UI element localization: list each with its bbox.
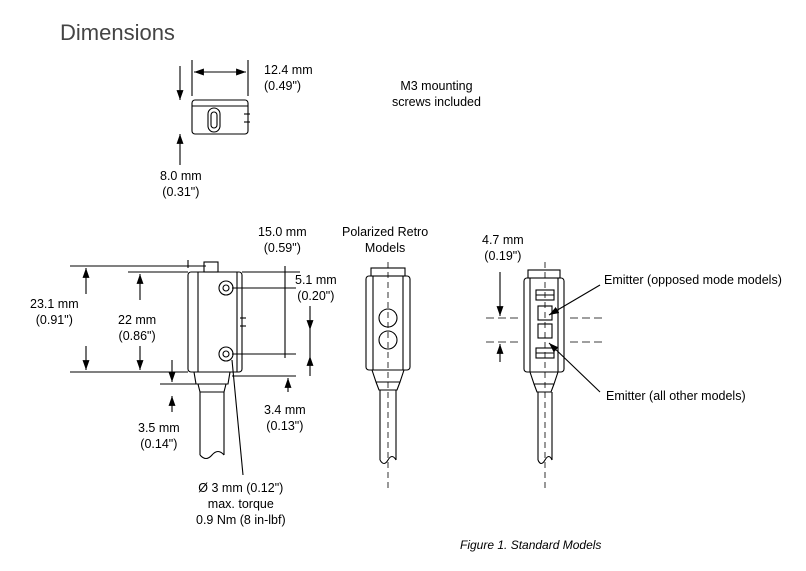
label-dim-3-4: 3.4 mm(0.13") xyxy=(264,403,306,433)
label-height-22: 22 mm(0.86") xyxy=(118,313,157,343)
dimension-height-23-1 xyxy=(70,265,206,373)
label-dim-3-5: 3.5 mm(0.14") xyxy=(138,421,180,451)
label-emitter-other: Emitter (all other models) xyxy=(606,389,746,403)
label-top-width: 12.4 mm(0.49") xyxy=(264,63,313,93)
sensor-top-view xyxy=(191,99,250,135)
label-height-23-1: 23.1 mm(0.91") xyxy=(30,297,79,327)
emitter-opposed-leader xyxy=(548,284,601,316)
label-width-4-7: 4.7 mm(0.19") xyxy=(482,233,524,263)
dimension-top-width xyxy=(191,60,249,96)
dimension-3-4 xyxy=(232,375,296,392)
dimension-width-15 xyxy=(187,260,300,358)
label-width-15: 15.0 mm(0.59") xyxy=(258,225,307,255)
emitter-other-leader xyxy=(548,342,601,393)
hole-leader-line xyxy=(231,359,244,476)
label-dim-5-1: 5.1 mm(0.20") xyxy=(295,273,337,303)
polarized-retro-view xyxy=(365,262,411,490)
label-emitter-opposed: Emitter (opposed mode models) xyxy=(604,273,782,287)
page-title: Dimensions xyxy=(60,20,175,45)
dimension-3-5 xyxy=(160,360,196,412)
sensor-side-view xyxy=(486,262,604,490)
label-top-height: 8.0 mm(0.31") xyxy=(160,169,202,199)
dimension-height-22 xyxy=(128,271,188,370)
dimension-5-1 xyxy=(232,287,314,376)
figure-caption: Figure 1. Standard Models xyxy=(460,538,602,552)
sensor-front-view xyxy=(187,261,246,460)
